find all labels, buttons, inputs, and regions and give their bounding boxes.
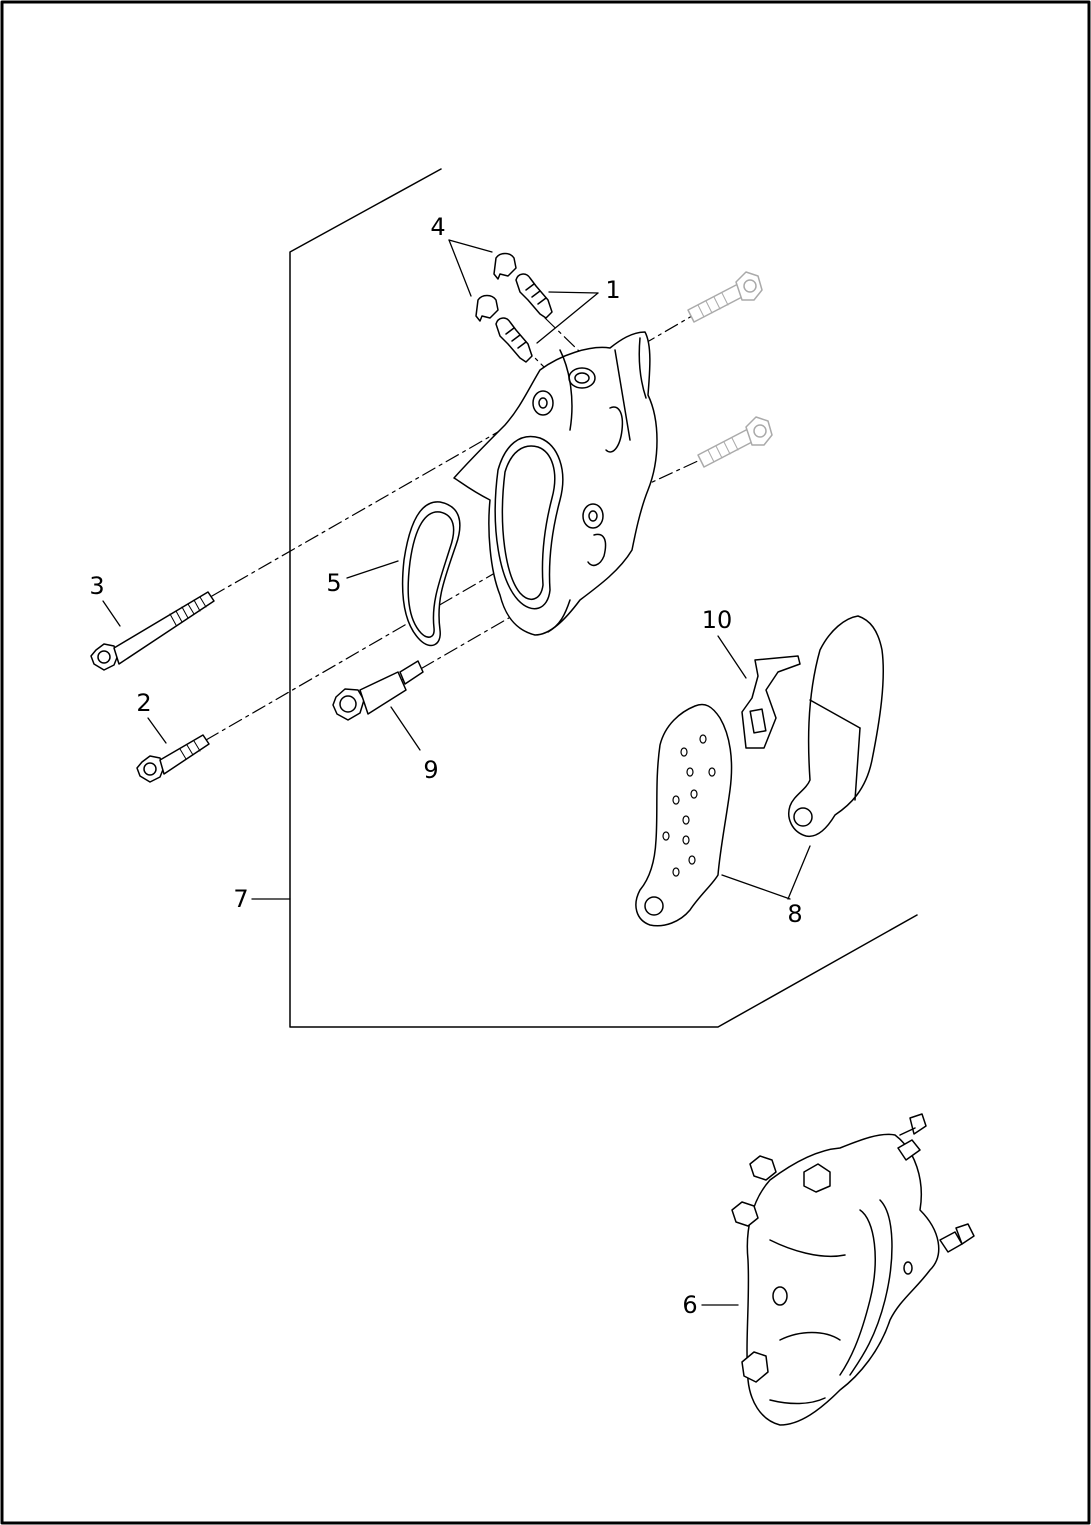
brake-pad-left [635, 703, 733, 927]
callout-4: 4 [430, 213, 446, 241]
callout-6: 6 [682, 1291, 698, 1319]
callout-8: 8 [787, 900, 803, 928]
seal-ring [401, 501, 461, 647]
pad-pin [332, 660, 424, 721]
brake-pad-right [788, 615, 884, 838]
short-bolt [136, 734, 210, 783]
callout-10: 10 [701, 606, 733, 634]
callout-5: 5 [326, 569, 342, 597]
callout-9: 9 [423, 756, 439, 784]
callout-7: 7 [233, 885, 249, 913]
kit-boundary [289, 168, 918, 1028]
callout-3: 3 [89, 572, 105, 600]
callout-2: 2 [136, 689, 152, 717]
callout-1: 1 [605, 276, 621, 304]
mounting-bolts-reference [687, 271, 773, 468]
assembled-caliper [731, 1113, 975, 1426]
bleeder-valves [495, 273, 553, 363]
bleeder-caps [475, 252, 517, 322]
caliper-body [453, 331, 658, 636]
leader-lines [102, 239, 811, 1306]
spring-clip [741, 655, 801, 749]
long-bolt [90, 591, 215, 671]
